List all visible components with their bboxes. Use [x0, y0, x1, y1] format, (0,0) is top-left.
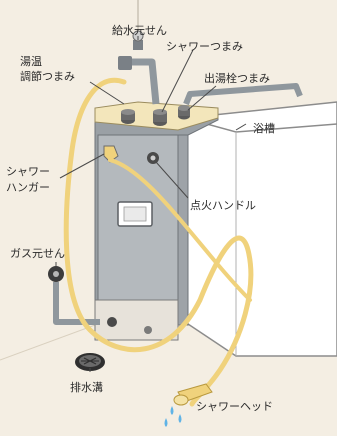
water-heater — [94, 101, 219, 341]
shower-knob[interactable] — [153, 109, 167, 126]
label-gas-valve: ガス元せん — [10, 247, 65, 260]
ignition-handle[interactable] — [147, 152, 159, 164]
label-faucet-knob: 出湯栓つまみ — [204, 72, 270, 85]
label-bathtub: 浴槽 — [253, 122, 275, 135]
faucet-spout — [183, 83, 303, 106]
base-fitting-left — [107, 317, 117, 327]
shower-head — [173, 383, 213, 406]
temperature-knob[interactable] — [121, 109, 135, 124]
base-fitting-right — [144, 326, 152, 334]
label-shower-hanger-line2: ハンガー — [6, 181, 50, 194]
drain — [75, 353, 105, 371]
leader-lines — [55, 36, 247, 372]
label-drain: 排水溝 — [70, 381, 103, 394]
label-temp-knob-line1: 湯温 — [20, 55, 42, 68]
label-shower-head: シャワーヘッド — [196, 400, 273, 413]
label-ignition-handle: 点火ハンドル — [190, 199, 256, 212]
heater-front — [97, 134, 179, 326]
label-water-supply-valve: 給水元せん — [112, 24, 167, 37]
water-drops — [164, 406, 182, 427]
faucet-knob[interactable] — [178, 105, 190, 120]
shower-hose — [63, 77, 254, 407]
label-temp-knob-line2: 調節つまみ — [20, 70, 75, 83]
hose-loop — [108, 158, 252, 302]
bathtub — [184, 101, 337, 357]
label-shower-knob: シャワーつまみ — [166, 40, 243, 53]
label-shower-hanger-line1: シャワー — [6, 165, 50, 178]
